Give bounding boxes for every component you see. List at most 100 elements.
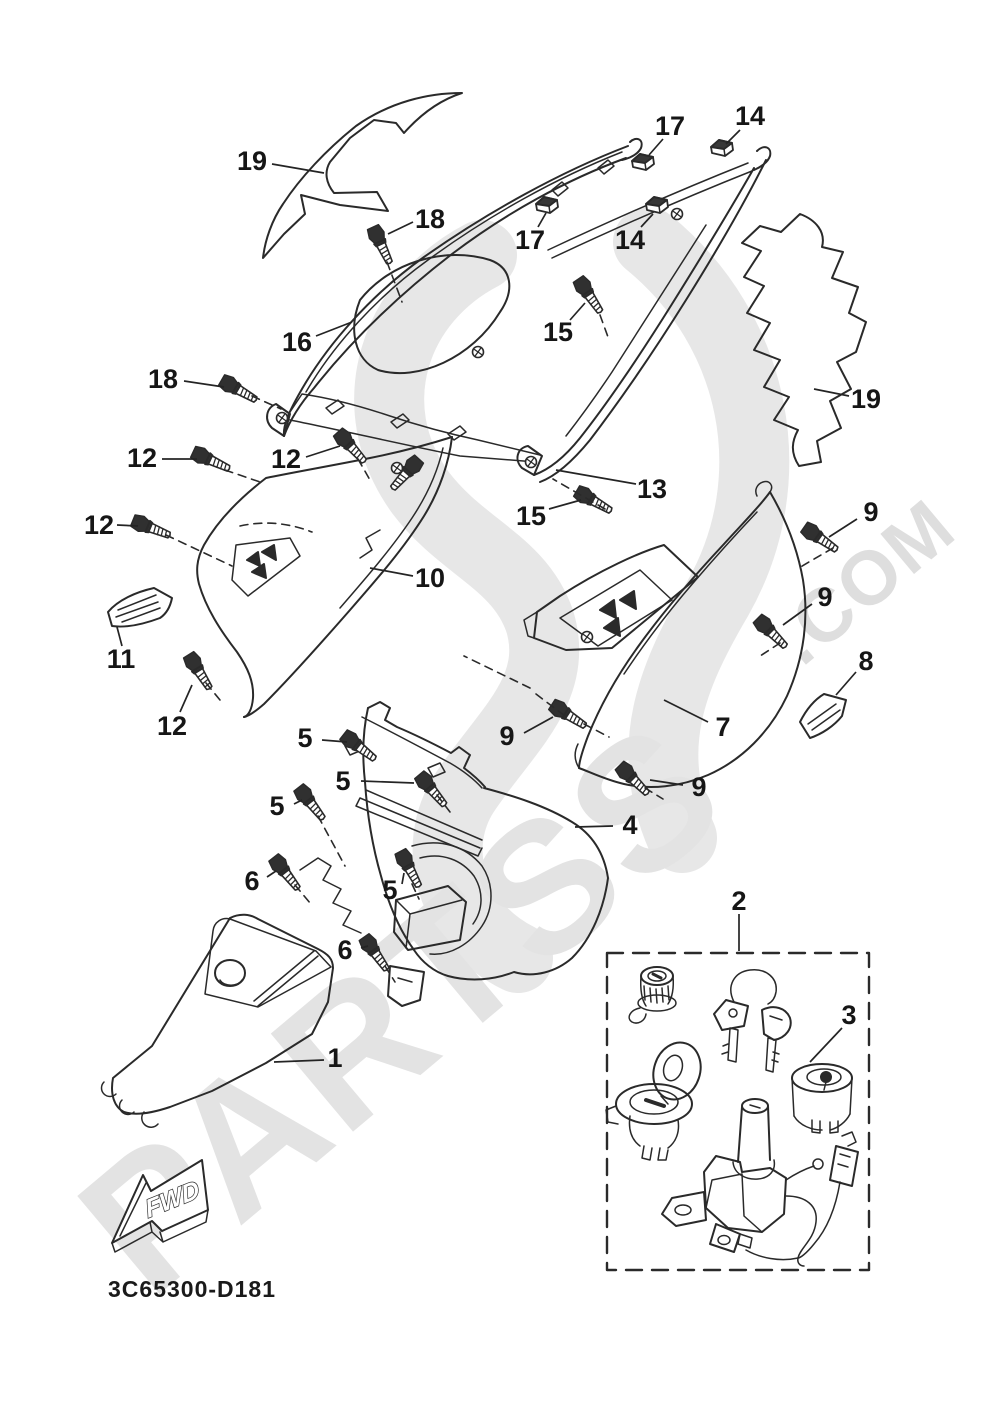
clip-part-14 <box>645 196 669 214</box>
callout-leader-13 <box>555 469 637 485</box>
screw-part-12 <box>188 443 234 478</box>
part-19-decal-right <box>741 213 867 467</box>
callout-label-2: 2 <box>731 886 746 916</box>
callout-leader-5 <box>293 799 303 805</box>
callout-label-15: 15 <box>516 501 546 531</box>
part-3-lock-cylinder <box>791 1063 853 1134</box>
callout-label-9: 9 <box>817 582 832 612</box>
part-10-side-cover-lower-left <box>196 436 453 718</box>
key-set <box>713 969 792 1073</box>
callout-label-6: 6 <box>244 866 259 896</box>
callout-leader-5 <box>401 872 405 885</box>
clip-part-17 <box>631 153 655 171</box>
clip-part-14 <box>710 139 734 157</box>
fuel-cap-lock <box>628 966 677 1024</box>
callout-label-4: 4 <box>622 810 637 840</box>
callout-label-18: 18 <box>415 204 445 234</box>
callout-label-5: 5 <box>382 875 397 905</box>
callout-leader-14 <box>640 213 654 228</box>
callout-label-10: 10 <box>415 563 445 593</box>
callout-label-7: 7 <box>715 712 730 742</box>
callout-label-15: 15 <box>543 317 573 347</box>
ignition-switch <box>661 1098 859 1267</box>
part-8-grip-pad-right <box>799 693 847 739</box>
callout-leader-5 <box>321 739 348 743</box>
callout-label-5: 5 <box>297 723 312 753</box>
callout-leader-10 <box>369 567 414 577</box>
bolt-hole-icon <box>580 630 594 644</box>
callout-label-9: 9 <box>691 772 706 802</box>
part-19-decal-left <box>262 92 463 259</box>
bolt-hole-icon <box>471 345 485 359</box>
callout-leader-12 <box>116 524 139 527</box>
callout-leader-6 <box>360 945 369 949</box>
callout-label-12: 12 <box>84 510 114 540</box>
callout-label-5: 5 <box>335 766 350 796</box>
callout-leader-18 <box>183 380 225 388</box>
callout-label-9: 9 <box>863 497 878 527</box>
callout-leader-7 <box>663 699 709 723</box>
callout-label-13: 13 <box>637 474 667 504</box>
part-13-side-cover-upper-right <box>516 146 772 483</box>
screw-part-18 <box>216 372 262 408</box>
callout-label-14: 14 <box>735 101 765 131</box>
callout-label-1: 1 <box>327 1043 342 1073</box>
callout-leader-15 <box>569 302 586 321</box>
bolt-hole-icon <box>390 461 404 475</box>
callout-label-19: 19 <box>851 384 881 414</box>
screw-part-5 <box>291 781 331 825</box>
callout-leader-4 <box>574 825 614 828</box>
seat-lock <box>605 1041 702 1161</box>
callout-label-19: 19 <box>237 146 267 176</box>
callout-leader-19 <box>813 388 850 397</box>
callout-leader-12 <box>305 445 341 458</box>
part-7-side-cover-lower-right <box>574 480 807 788</box>
bolt-hole-icon <box>524 455 538 469</box>
callout-leader-19 <box>271 163 325 174</box>
part-16-side-cover-upper-left <box>266 137 643 437</box>
callout-label-16: 16 <box>282 327 312 357</box>
callout-leader-15 <box>548 499 582 510</box>
callout-leader-17 <box>648 138 664 156</box>
callout-label-17: 17 <box>655 111 685 141</box>
part-2-lock-set-box <box>605 951 871 1272</box>
callout-leader-17 <box>537 212 547 228</box>
screw-part-9 <box>798 519 843 558</box>
part-11-grip-pad-left <box>107 587 173 628</box>
part-1-tail-cover <box>100 913 334 1128</box>
callout-leader-8 <box>835 671 857 696</box>
callout-leader-6 <box>266 870 277 878</box>
callout-label-18: 18 <box>148 364 178 394</box>
callout-leader-9 <box>828 518 858 538</box>
assembly-axes <box>165 261 834 983</box>
callout-leader-11 <box>116 626 123 647</box>
callout-label-12: 12 <box>127 443 157 473</box>
part-code: 3C65300-D181 <box>108 1276 276 1302</box>
clip-part-17 <box>535 196 559 214</box>
callout-leader-12 <box>179 684 193 713</box>
callout-label-11: 11 <box>107 644 136 674</box>
callout-label-12: 12 <box>271 444 301 474</box>
callout-label-12: 12 <box>157 711 187 741</box>
callout-leader-9 <box>649 779 684 786</box>
bolt-hole-icon <box>670 207 684 221</box>
callout-leader-18 <box>387 221 414 235</box>
callout-leader-5 <box>360 780 415 784</box>
watermark-swoosh-right <box>613 207 790 873</box>
part-4-rear-cover <box>299 701 609 1007</box>
screw-part-12 <box>128 512 174 544</box>
callout-label-9: 9 <box>499 721 514 751</box>
callout-leader-1 <box>273 1059 325 1063</box>
fwd-arrow <box>111 1159 209 1253</box>
callout-label-8: 8 <box>858 646 873 676</box>
callout-label-3: 3 <box>841 1000 856 1030</box>
callout-leader-9 <box>523 716 554 734</box>
bolt-hole-icon <box>275 411 289 425</box>
callout-leader-9 <box>782 603 813 626</box>
callout-leader-14 <box>725 129 741 145</box>
callout-label-17: 17 <box>515 225 545 255</box>
screw-part-12 <box>180 649 218 694</box>
callout-leader-16 <box>315 321 353 337</box>
